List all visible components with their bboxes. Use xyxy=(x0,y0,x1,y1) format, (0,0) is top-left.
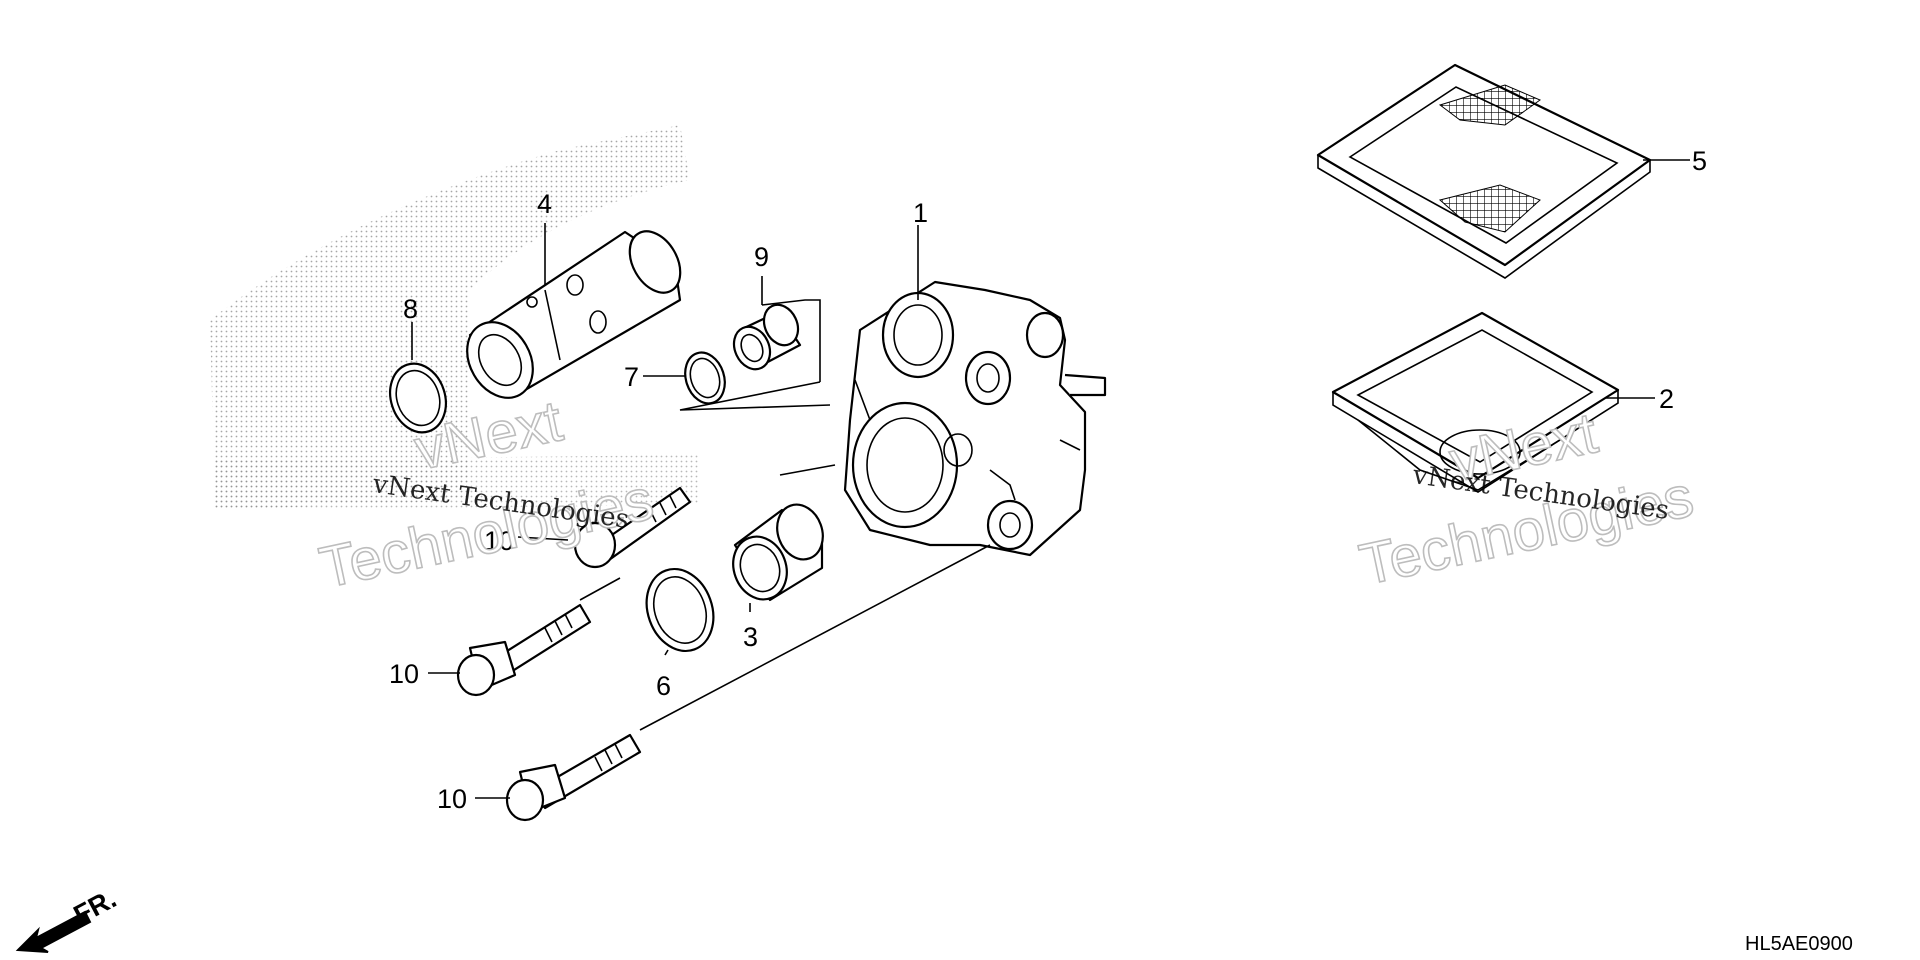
callout-8: 8 xyxy=(403,294,418,324)
part-6-o-ring[interactable] xyxy=(636,560,725,661)
callout-10-upper: 10 xyxy=(484,526,514,556)
diagram-code: HL5AE0900 xyxy=(1745,933,1853,955)
dotted-logo-background xyxy=(210,125,700,510)
part-10-bolt-middle[interactable] xyxy=(456,603,592,697)
callout-10-middle: 10 xyxy=(389,659,419,689)
part-9-collar[interactable] xyxy=(727,299,804,375)
part-5-filter-screen[interactable] xyxy=(1316,63,1652,279)
callout-labels: 1 9 4 8 7 10 3 6 10 10 5 2 xyxy=(389,146,1707,814)
callout-1: 1 xyxy=(913,198,928,228)
front-arrow-icon xyxy=(15,910,92,953)
part-4-sleeve[interactable] xyxy=(454,222,691,409)
callout-2: 2 xyxy=(1659,384,1674,414)
callout-10-lower: 10 xyxy=(437,784,467,814)
part-10-bolt-lower[interactable] xyxy=(505,733,642,822)
callout-5: 5 xyxy=(1692,146,1707,176)
part-7-o-ring[interactable] xyxy=(679,347,731,408)
front-direction-indicator: FR. xyxy=(15,883,121,953)
callout-7: 7 xyxy=(624,362,639,392)
callout-9: 9 xyxy=(754,242,769,272)
callout-3: 3 xyxy=(743,622,758,652)
callout-4: 4 xyxy=(537,189,552,219)
leader-lines xyxy=(411,159,1690,799)
part-1-housing[interactable] xyxy=(843,280,1107,557)
part-10-bolt-upper[interactable] xyxy=(573,486,692,569)
callout-6: 6 xyxy=(656,671,671,701)
watermark-right: vNext Technologies vNext Technologies xyxy=(1353,400,1699,599)
part-8-o-ring[interactable] xyxy=(382,356,455,439)
part-3-collar[interactable] xyxy=(725,498,831,607)
